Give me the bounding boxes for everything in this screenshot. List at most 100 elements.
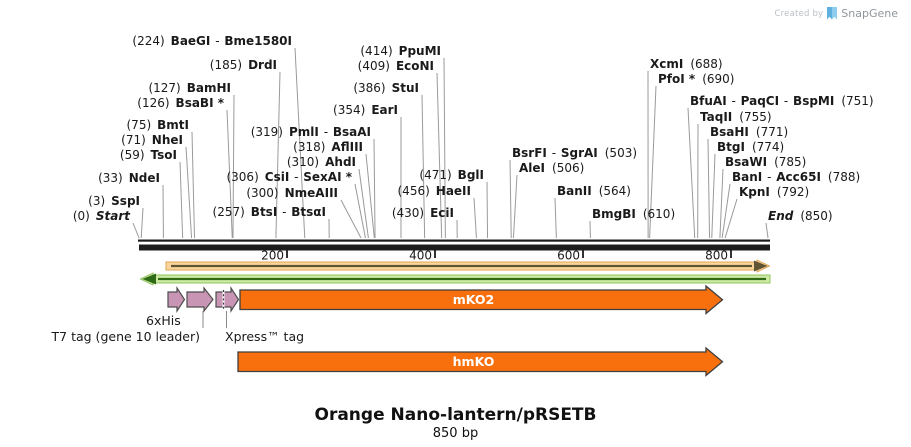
snapgene-watermark: Created by SnapGene xyxy=(775,7,898,20)
site-leader-line xyxy=(294,47,306,239)
site-position: (310) xyxy=(286,155,320,169)
site-leader-line xyxy=(649,85,657,239)
site-enzyme-name: BfuAI - PaqCI - BspMI xyxy=(690,94,835,108)
site-leader-line xyxy=(179,161,184,239)
site-enzyme-name: KpnI xyxy=(739,185,770,199)
site-position: (126) xyxy=(137,96,170,110)
enzyme-site-label[interactable]: (306)CsiI - SexAI * xyxy=(226,170,352,184)
site-leader-line xyxy=(132,222,140,239)
site-leader-line xyxy=(232,94,235,239)
enzyme-site-label[interactable]: (59)TsoI xyxy=(120,148,177,162)
site-leader-line xyxy=(509,159,512,239)
site-enzyme-name: BsaWI xyxy=(725,155,768,169)
ruler-tick xyxy=(582,249,584,258)
feature-arrow-mko2[interactable] xyxy=(239,284,724,315)
orf-reverse-head xyxy=(142,273,156,285)
enzyme-site-label[interactable]: (310)AhdI xyxy=(287,155,356,169)
ruler-tick xyxy=(730,249,732,258)
enzyme-site-label[interactable]: AleI (506) xyxy=(519,161,584,175)
enzyme-site-label[interactable]: BsaWI(785) xyxy=(725,155,806,169)
site-leader-line xyxy=(554,197,557,239)
enzyme-site-label[interactable]: TaqII(755) xyxy=(700,110,772,124)
site-leader-line xyxy=(191,131,195,239)
orf-reverse-center-line xyxy=(158,277,766,281)
enzyme-site-label[interactable]: BanI - Acc65I(788) xyxy=(732,170,860,184)
enzyme-site-label[interactable]: BmgBI(610) xyxy=(592,207,675,221)
site-position: (59) xyxy=(119,148,145,162)
ruler-tick-label: 800 xyxy=(705,249,728,263)
site-enzyme-name: DrdI xyxy=(248,58,277,72)
enzyme-site-label[interactable]: (3)SspI xyxy=(88,194,140,208)
enzyme-site-label[interactable]: (471)BglI xyxy=(419,168,484,182)
enzyme-site-label[interactable]: (0)Start xyxy=(73,209,130,223)
site-enzyme-name: SspI xyxy=(111,194,140,208)
site-enzyme-name: AflIII xyxy=(331,140,363,154)
feature-label-6xhis[interactable]: 6xHis xyxy=(146,313,181,328)
enzyme-site-label[interactable]: (75)BmtI xyxy=(127,118,190,132)
site-leader-line xyxy=(365,153,375,239)
site-enzyme-name: BsaHI xyxy=(710,125,749,139)
enzyme-site-label[interactable]: (318)AflIII xyxy=(293,140,363,154)
feature-arrow-xpress-tag[interactable] xyxy=(215,285,240,314)
site-position: (690) xyxy=(702,72,735,86)
enzyme-site-label[interactable]: BanII(564) xyxy=(557,184,631,198)
map-length: 850 bp xyxy=(432,426,479,441)
enzyme-site-label[interactable]: BsaHI (771) xyxy=(710,125,788,139)
site-leader-line xyxy=(340,199,362,239)
feature-arrow-hmko[interactable] xyxy=(237,346,724,377)
enzyme-site-label[interactable]: BfuAI - PaqCI - BspMI(751) xyxy=(690,94,874,108)
map-title-block: Orange Nano-lantern/pRSETB 850 bp xyxy=(0,405,911,442)
site-position: (257) xyxy=(212,205,245,219)
enzyme-site-label[interactable]: (409)EcoNI xyxy=(358,59,434,73)
site-leader-line xyxy=(719,168,724,239)
site-enzyme-name: AleI xyxy=(519,161,546,175)
site-position: (506) xyxy=(552,161,585,175)
site-enzyme-name: EcoNI xyxy=(395,59,434,73)
enzyme-site-label[interactable]: PfoI *(690) xyxy=(658,72,734,86)
site-position: (75) xyxy=(126,118,152,132)
feature-arrow-6xhis[interactable] xyxy=(167,285,186,314)
enzyme-site-label[interactable]: KpnI(792) xyxy=(739,185,809,199)
enzyme-site-label[interactable]: BsrFI - SgrAI(503) xyxy=(512,146,637,160)
feature-arrow-t7-tag[interactable] xyxy=(186,286,214,313)
enzyme-site-label[interactable]: XcmI(688) xyxy=(650,57,723,71)
feature-label-mko2[interactable]: mKO2 xyxy=(452,292,495,307)
feature-label-xpress-tag[interactable]: Xpress™ tag xyxy=(225,329,305,344)
site-enzyme-name: EarI xyxy=(371,103,398,117)
enzyme-site-label[interactable]: (300) NmeAIII xyxy=(246,186,338,200)
site-position: (306) xyxy=(226,170,259,184)
enzyme-site-label[interactable]: (126)BsaBI * xyxy=(137,96,224,110)
site-position: (127) xyxy=(148,81,181,95)
site-position: (300) xyxy=(246,186,279,200)
site-position: (771) xyxy=(755,125,789,139)
enzyme-site-label[interactable]: (33)NdeI xyxy=(98,171,160,185)
enzyme-site-label[interactable]: (386)StuI xyxy=(353,81,419,95)
orf-forward-head xyxy=(754,260,768,272)
feature-label-hmko[interactable]: hmKO xyxy=(452,354,495,369)
site-leader-line xyxy=(275,71,281,239)
site-leader-line xyxy=(358,168,369,239)
enzyme-site-label[interactable]: (127)BamHI xyxy=(148,81,231,95)
site-position: (185) xyxy=(209,58,243,72)
site-position: (354) xyxy=(333,103,366,117)
site-leader-line xyxy=(185,146,193,239)
enzyme-site-label[interactable]: (456)HaeII xyxy=(398,184,472,198)
enzyme-site-label[interactable]: (185) DrdI xyxy=(210,58,277,72)
enzyme-site-label[interactable]: (354) EarI xyxy=(333,103,398,117)
enzyme-site-label[interactable]: (319)PmlI - BsaAI xyxy=(251,125,371,139)
site-enzyme-name: NmeAIII xyxy=(284,186,338,200)
enzyme-site-label[interactable]: (257)BtsI - BtsαI xyxy=(213,205,326,219)
site-leader-line xyxy=(373,138,376,239)
site-leader-line xyxy=(486,181,489,239)
enzyme-site-label[interactable]: (414)PpuMI xyxy=(360,44,441,58)
enzyme-site-label[interactable]: End(850) xyxy=(768,209,833,223)
site-position: (386) xyxy=(353,81,386,95)
enzyme-site-label[interactable]: BtgI(774) xyxy=(717,140,784,154)
enzyme-site-label[interactable]: (224)BaeGI - Bme1580I xyxy=(132,34,292,48)
snapgene-logo-icon xyxy=(827,7,838,20)
site-enzyme-name: BsrFI - SgrAI xyxy=(512,146,598,160)
feature-label-t7-tag[interactable]: T7 tag (gene 10 leader) xyxy=(51,329,200,344)
site-leader-line xyxy=(140,207,144,239)
enzyme-site-label[interactable]: (71)NheI xyxy=(121,133,183,147)
enzyme-site-label[interactable]: (430)EciI xyxy=(392,206,454,220)
